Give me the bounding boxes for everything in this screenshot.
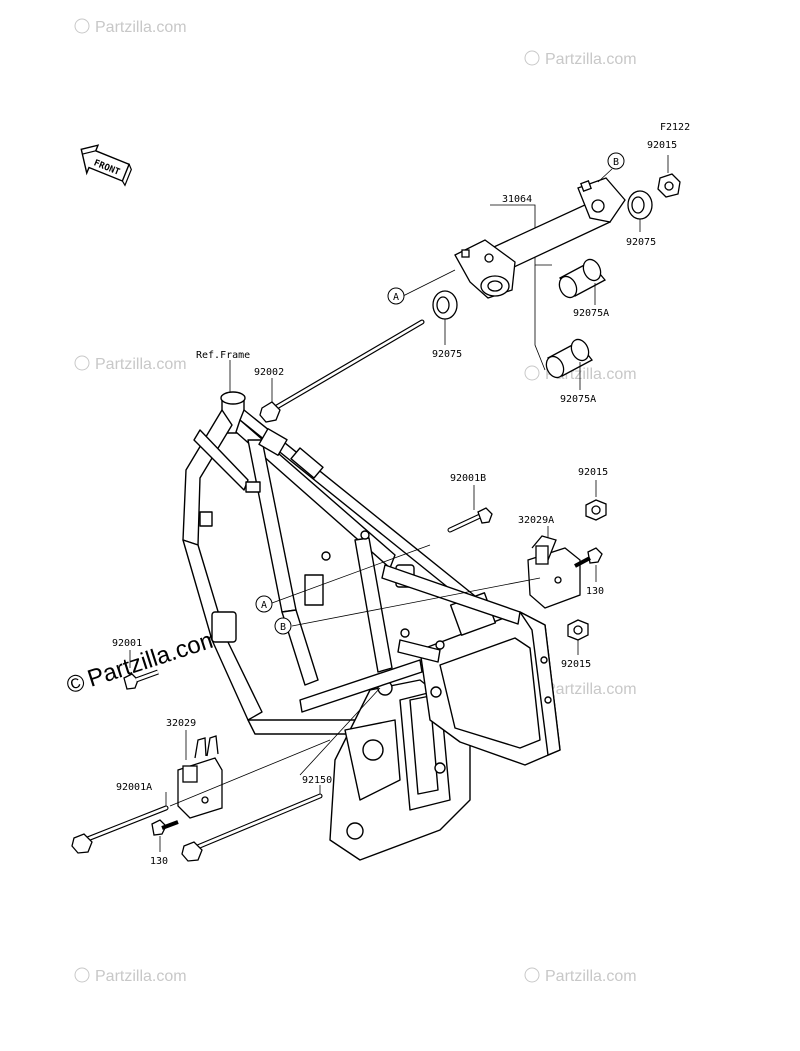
callout-31064: 31064 (502, 194, 532, 205)
watermark: Partzilla.com (74, 355, 187, 373)
screw-130-left (151, 819, 179, 852)
callout-92001: 92001 (112, 638, 142, 649)
nut-92015-top (657, 155, 681, 198)
sleeve-92075A-bottom (545, 338, 593, 390)
bolt-92001A (71, 739, 331, 854)
callout-32029A: 32029A (518, 515, 554, 526)
svg-text:Partzilla.com: Partzilla.com (95, 356, 187, 373)
bushing-92075-left (432, 290, 458, 345)
callout-92150: 92150 (302, 775, 332, 786)
front-arrow-icon: FRONT (80, 144, 132, 187)
callout-130: 130 (586, 586, 604, 597)
watermark: Partzilla.com (74, 967, 187, 985)
svg-text:B: B (280, 622, 286, 633)
bolt-92001 (123, 650, 159, 690)
bolt-92002 (259, 319, 425, 423)
nut-92015-mid (585, 480, 607, 521)
watermark: Partzilla.com (524, 365, 637, 383)
marker-a-mid: A (255, 595, 273, 613)
svg-text:A: A (261, 600, 267, 611)
bracket-32029A (527, 526, 581, 609)
svg-text:©: © (63, 668, 88, 699)
watermark: Partzilla.com (524, 50, 637, 68)
watermark: Partzilla.com (74, 18, 187, 36)
callout-92001B: 92001B (450, 473, 486, 484)
svg-text:Partzilla.com: Partzilla.com (545, 968, 637, 985)
watermark: Partzilla.com (524, 967, 637, 985)
nut-92015-low (567, 619, 589, 655)
watermark-large: © Partzilla.com (63, 625, 223, 700)
marker-b-mid: B (274, 617, 292, 635)
callout-32029: 32029 (166, 718, 196, 729)
svg-text:Partzilla.com: Partzilla.com (95, 19, 187, 36)
callout-92015: 92015 (578, 467, 608, 478)
marker-a-top: A (387, 287, 405, 305)
callout-92015: 92015 (647, 140, 677, 151)
callout-92075A: 92075A (560, 394, 596, 405)
callout-92075: 92075 (432, 349, 462, 360)
callout-92015: 92015 (561, 659, 591, 670)
sleeve-92075A-top (558, 258, 607, 305)
frame (182, 391, 561, 861)
ref-frame-label: Ref.Frame (196, 350, 250, 361)
svg-text:Partzilla.com: Partzilla.com (545, 51, 637, 68)
figure-code: F2122 (660, 122, 690, 133)
callout-130: 130 (150, 856, 168, 867)
svg-text:B: B (613, 157, 619, 168)
callout-92002: 92002 (254, 367, 284, 378)
bracket-32029 (177, 730, 223, 819)
cross-tube-31064 (454, 177, 626, 299)
marker-b-top: B (597, 152, 625, 183)
svg-text:A: A (393, 292, 399, 303)
screw-130-right (574, 547, 603, 582)
bolt-92150 (181, 687, 381, 862)
bolt-92001B (447, 485, 493, 533)
svg-text:Partzilla.com: Partzilla.com (545, 681, 637, 698)
callout-92075: 92075 (626, 237, 656, 248)
bushing-92075-right (627, 190, 653, 232)
callout-92001A: 92001A (116, 782, 152, 793)
svg-text:Partzilla.com: Partzilla.com (95, 968, 187, 985)
svg-text:Partzilla.com: Partzilla.com (84, 625, 223, 693)
callout-92075A: 92075A (573, 308, 609, 319)
